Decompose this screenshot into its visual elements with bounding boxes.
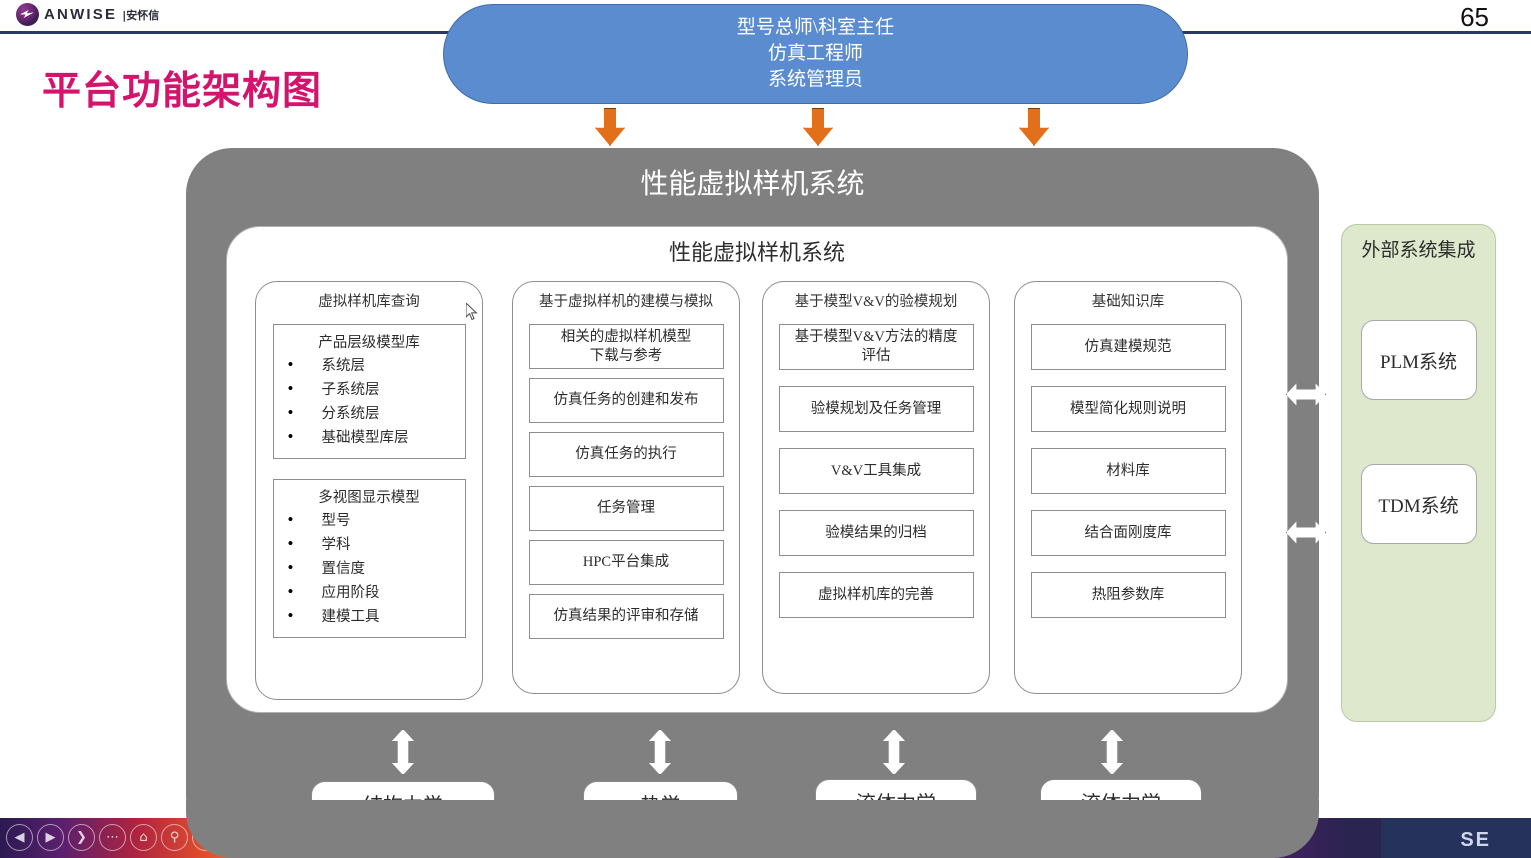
bullet-group-head: 产品层级模型库 [318, 335, 420, 351]
list-item[interactable]: 分系统层 [286, 401, 459, 426]
home-icon[interactable]: ⌂ [130, 824, 157, 851]
external-systems-panel[interactable]: 外部系统集成 PLM系统 TDM系统 [1341, 224, 1496, 722]
module-box[interactable]: 虚拟样机库的完善 [778, 572, 974, 618]
system-inner-title: 性能虚拟样机系统 [668, 240, 845, 265]
module-box[interactable]: 基于模型V&V方法的精度评估 [778, 324, 974, 370]
container-bleed [186, 800, 1319, 858]
module-box[interactable]: 验模结果的归档 [778, 510, 974, 556]
brand-logo: ANWISE |安怀信 [16, 3, 159, 26]
column-title: 虚拟样机库查询 [318, 294, 420, 310]
list-item[interactable]: 子系统层 [286, 377, 459, 402]
module-column-modeling-simulation[interactable]: 基于虚拟样机的建模与模拟 相关的虚拟样机模型下载与参考 仿真任务的创建和发布 仿… [512, 281, 740, 694]
list-item[interactable]: 学科 [286, 532, 459, 557]
column-title: 基于虚拟样机的建模与模拟 [539, 294, 713, 310]
forward-icon[interactable]: ▶ [37, 824, 64, 851]
external-system-plm[interactable]: PLM系统 [1360, 320, 1477, 400]
system-outer-title: 性能虚拟样机系统 [640, 169, 865, 200]
bullet-group-product-hierarchy[interactable]: 产品层级模型库 系统层 子系统层 分系统层 基础模型库层 [272, 324, 466, 459]
bullet-list: 型号 学科 置信度 应用阶段 建模工具 [280, 508, 459, 629]
column-title: 基础知识库 [1091, 294, 1165, 310]
dots-icon[interactable]: ⋯ [99, 824, 126, 851]
module-column-vv-planning[interactable]: 基于模型V&V的验模规划 基于模型V&V方法的精度评估 验模规划及任务管理 V&… [762, 281, 990, 694]
actor-line-1: 型号总师\科室主任 [736, 17, 895, 38]
list-item[interactable]: 系统层 [286, 353, 459, 378]
taskbar-icon-group[interactable]: ◀ ▶ ❯ ⋯ ⌂ ⚲ ◉ [6, 824, 219, 851]
module-box[interactable]: 模型简化规则说明 [1030, 386, 1226, 432]
column-title: 基于模型V&V的验模规划 [794, 294, 958, 310]
anwise-logo-icon [16, 3, 39, 26]
module-box[interactable]: 结合面刚度库 [1030, 510, 1226, 556]
down-arrow-icon-1 [595, 108, 625, 146]
bullet-group-head: 多视图显示模型 [318, 490, 420, 506]
module-box[interactable]: 相关的虚拟样机模型下载与参考 [528, 324, 724, 369]
bullet-group-multiview-model[interactable]: 多视图显示模型 型号 学科 置信度 应用阶段 建模工具 [272, 479, 466, 638]
list-item[interactable]: 型号 [286, 508, 459, 533]
bidirectional-arrow-icon-plm [1286, 383, 1326, 406]
module-box[interactable]: 材料库 [1030, 448, 1226, 494]
module-box[interactable]: 仿真结果的评审和存储 [528, 594, 724, 639]
page-title: 平台功能架构图 [42, 69, 323, 114]
module-box[interactable]: 任务管理 [528, 486, 724, 531]
module-box[interactable]: 仿真任务的执行 [528, 432, 724, 477]
page-number: 65 [1460, 2, 1489, 32]
down-arrow-icon-3 [1019, 108, 1049, 146]
list-item[interactable]: 基础模型库层 [286, 425, 459, 450]
module-box[interactable]: 仿真建模规范 [1030, 324, 1226, 370]
down-arrow-icon-2 [803, 108, 833, 146]
actors-banner: 型号总师\科室主任 仿真工程师 系统管理员 [443, 4, 1188, 104]
chevron-icon[interactable]: ❯ [68, 824, 95, 851]
brand-name: ANWISE [44, 6, 118, 23]
actor-line-2: 仿真工程师 [767, 43, 863, 64]
actor-line-3: 系统管理员 [767, 69, 863, 90]
list-item[interactable]: 建模工具 [286, 604, 459, 629]
brand-name-cn: |安怀信 [122, 8, 160, 22]
back-icon[interactable]: ◀ [6, 824, 33, 851]
list-item[interactable]: 置信度 [286, 556, 459, 581]
module-box[interactable]: V&V工具集成 [778, 448, 974, 494]
taskbar-navy-label: SE [1460, 829, 1491, 851]
search-icon[interactable]: ⚲ [161, 824, 188, 851]
module-box[interactable]: 验模规划及任务管理 [778, 386, 974, 432]
module-column-knowledge-base[interactable]: 基础知识库 仿真建模规范 模型简化规则说明 材料库 结合面刚度库 热阻参数库 [1014, 281, 1242, 694]
module-box[interactable]: 热阻参数库 [1030, 572, 1226, 618]
bidirectional-arrow-icon-tdm [1286, 521, 1326, 544]
module-box[interactable]: 仿真任务的创建和发布 [528, 378, 724, 423]
external-system-tdm[interactable]: TDM系统 [1360, 464, 1477, 544]
module-box[interactable]: HPC平台集成 [528, 540, 724, 585]
taskbar-navy-block [1381, 818, 1531, 858]
bullet-list: 系统层 子系统层 分系统层 基础模型库层 [280, 353, 459, 450]
list-item[interactable]: 应用阶段 [286, 580, 459, 605]
module-column-virtual-prototype-query[interactable]: 虚拟样机库查询 产品层级模型库 系统层 子系统层 分系统层 基础模型库层 多视图… [255, 281, 483, 700]
external-systems-title: 外部系统集成 [1361, 240, 1476, 261]
